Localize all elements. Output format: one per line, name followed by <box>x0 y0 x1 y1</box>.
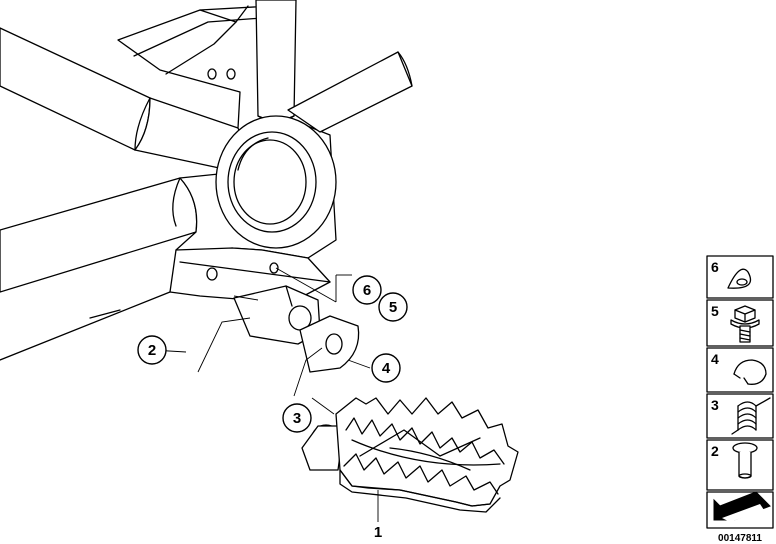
callout-5[interactable]: 5 <box>378 292 408 322</box>
footpeg-drawing <box>301 397 519 513</box>
legend-number-4: 4 <box>711 351 719 367</box>
legend-item-2[interactable]: 2 <box>706 439 774 491</box>
callout-5-label: 5 <box>389 299 397 316</box>
pin-icon <box>732 442 758 479</box>
legend-number-6: 6 <box>711 259 719 275</box>
hex-bolt-icon <box>730 305 760 343</box>
callout-4-label: 4 <box>382 360 391 377</box>
legend-number-3: 3 <box>711 397 719 413</box>
legend-arrow-box <box>706 491 774 529</box>
callout-2[interactable]: 2 <box>137 335 167 365</box>
legend-item-5[interactable]: 5 <box>706 299 774 347</box>
callout-6[interactable]: 6 <box>352 275 382 305</box>
document-id: 00147811 <box>718 533 762 544</box>
torsion-spring-icon <box>731 397 771 435</box>
callout-2-label: 2 <box>148 342 156 359</box>
legend-number-2: 2 <box>711 443 719 459</box>
direction-arrow-icon <box>713 491 771 522</box>
callout-4[interactable]: 4 <box>371 353 401 383</box>
legend-item-3[interactable]: 3 <box>706 393 774 439</box>
circlip-icon <box>733 359 767 385</box>
callout-3-label: 3 <box>293 410 301 427</box>
callout-3[interactable]: 3 <box>282 403 312 433</box>
legend-item-6[interactable]: 6 <box>706 255 774 299</box>
legend-item-4[interactable]: 4 <box>706 347 774 393</box>
legend-number-5: 5 <box>711 303 719 319</box>
callout-1-label: 1 <box>374 524 382 541</box>
tab-washer-icon <box>727 268 752 289</box>
callout-6-label: 6 <box>363 282 371 299</box>
callout-1[interactable]: 1 <box>374 524 382 541</box>
frame-drawing <box>0 0 413 522</box>
parts-legend: 6 5 4 <box>706 255 774 544</box>
